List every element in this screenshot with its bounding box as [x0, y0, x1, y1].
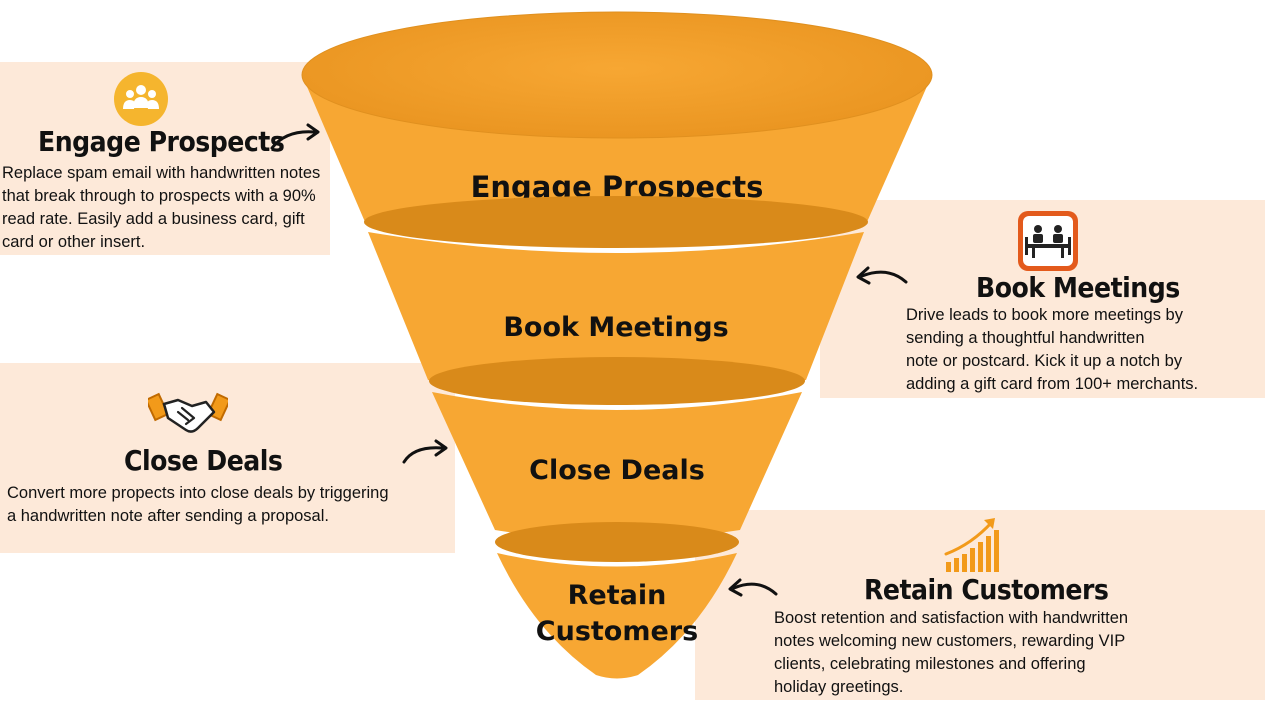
close-title: Close Deals — [124, 444, 283, 477]
book-desc-line: sending a thoughtful handwritten — [906, 329, 1145, 347]
retain-description: Boost retention and satisfaction with ha… — [774, 607, 1128, 699]
close-description: Convert more propects into close deals b… — [7, 482, 389, 528]
funnel-label-retain-2: Customers — [536, 616, 698, 647]
engage-desc-line: Replace spam email with handwritten note… — [2, 164, 321, 182]
book-description: Drive leads to book more meetings by sen… — [906, 304, 1198, 396]
retain-desc-line: Boost retention and satisfaction with ha… — [774, 609, 1129, 627]
engage-title: Engage Prospects — [38, 125, 285, 158]
book-desc-line: adding a gift card from 100+ merchants. — [906, 375, 1199, 393]
funnel-section-close: Close Deals — [429, 357, 805, 540]
people-group-icon — [114, 72, 168, 126]
funnel-label-book: Book Meetings — [503, 312, 728, 343]
funnel-section-retain: Retain Customers — [495, 522, 739, 679]
meeting-table-icon — [1018, 211, 1078, 271]
book-arrow-icon — [856, 266, 908, 285]
retain-band — [695, 510, 1265, 700]
book-desc-line: note or postcard. Kick it up a notch by — [906, 352, 1183, 370]
engage-desc-line: card or other insert. — [2, 233, 146, 251]
funnel-section-book: Book Meetings — [364, 196, 868, 394]
retain-desc-line: holiday greetings. — [774, 678, 904, 696]
engage-arrow-icon — [270, 123, 320, 150]
funnel-label-retain-1: Retain — [568, 580, 667, 611]
retain-desc-line: clients, celebrating milestones and offe… — [774, 655, 1086, 673]
close-arrow-icon — [402, 439, 448, 464]
retain-title: Retain Customers — [864, 573, 1109, 606]
close-desc-line: a handwritten note after sending a propo… — [7, 507, 329, 525]
close-desc-line: Convert more propects into close deals b… — [7, 484, 389, 502]
close-band — [0, 363, 455, 553]
growth-chart-icon — [944, 518, 999, 572]
book-desc-line: Drive leads to book more meetings by — [906, 306, 1183, 324]
retain-desc-line: notes welcoming new customers, rewarding… — [774, 632, 1126, 650]
retain-arrow-icon — [728, 578, 778, 597]
engage-desc-line: read rate. Easily add a business card, g… — [2, 210, 305, 228]
funnel-label-close: Close Deals — [529, 455, 705, 486]
handshake-icon — [148, 392, 228, 433]
engage-description: Replace spam email with handwritten note… — [2, 162, 320, 254]
book-title: Book Meetings — [976, 271, 1180, 304]
engage-desc-line: that break through to prospects with a 9… — [2, 187, 316, 205]
